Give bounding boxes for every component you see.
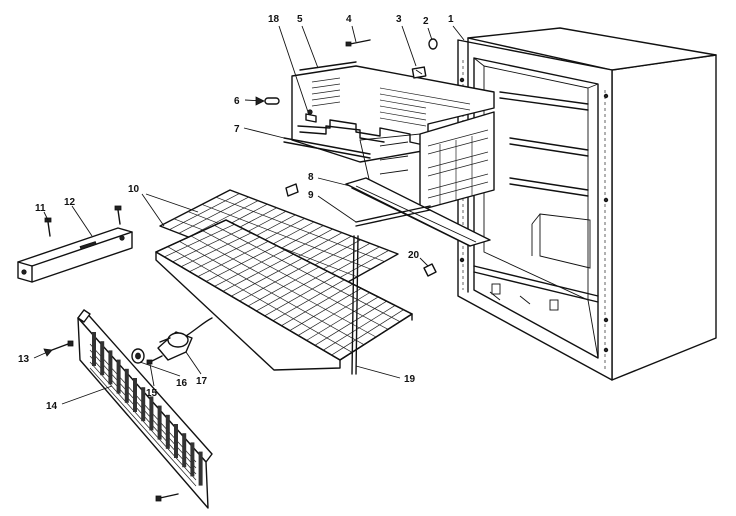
callout-2: 2 [423,16,429,27]
callout-18: 18 [268,14,280,25]
callout-16: 16 [176,378,188,389]
callout-6: 6 [234,96,240,107]
leader-lines [33,25,465,405]
bracket-part-18[interactable] [305,113,317,123]
screw-part-11[interactable] [44,217,52,237]
callout-3: 3 [396,14,402,25]
callout-13: 13 [18,354,30,365]
callout-5: 5 [297,14,303,25]
callout-11: 11 [35,203,46,214]
callout-15: 15 [146,388,158,399]
leader-arrowheads [43,96,265,357]
bracket-part-20[interactable] [423,263,437,277]
grille-screw[interactable] [155,493,179,502]
screw-part-13[interactable] [51,340,74,351]
pin-part-6[interactable] [264,97,280,105]
callout-19: 19 [404,374,416,385]
callout-12: 12 [64,197,76,208]
callout-10: 10 [128,184,140,195]
callout-14: 14 [46,401,58,412]
wire-shelf-part-10[interactable] [155,189,413,371]
screw-part-4[interactable] [345,39,371,47]
callout-7: 7 [234,124,240,135]
callout-17: 17 [196,376,208,387]
rod-part-9[interactable] [355,205,431,227]
rod-part-19[interactable] [351,235,359,375]
screw-part-15[interactable] [146,355,163,365]
knob-part-16[interactable] [131,348,145,364]
cap-part-2[interactable] [428,38,438,50]
freezer-compartment-part[interactable] [291,61,495,211]
callout-labels: 1 2 3 4 5 6 7 8 9 10 11 12 13 14 15 16 1… [18,14,454,412]
tube-part-7[interactable] [283,137,371,159]
tray-clip[interactable] [285,183,299,197]
screw-near-thermostat[interactable] [159,337,171,343]
grille-part-14[interactable] [77,309,213,509]
callout-9: 9 [308,190,314,201]
side-bracket-part-12[interactable] [17,227,133,283]
callout-20: 20 [408,250,420,261]
thermostat-part-17[interactable] [157,317,213,361]
cabinet-part[interactable] [457,27,717,381]
screw-right-bracket[interactable] [114,205,122,225]
callout-1: 1 [448,14,454,25]
callout-8: 8 [308,172,314,183]
callout-4: 4 [346,14,352,25]
clip-part-3[interactable] [411,66,427,79]
